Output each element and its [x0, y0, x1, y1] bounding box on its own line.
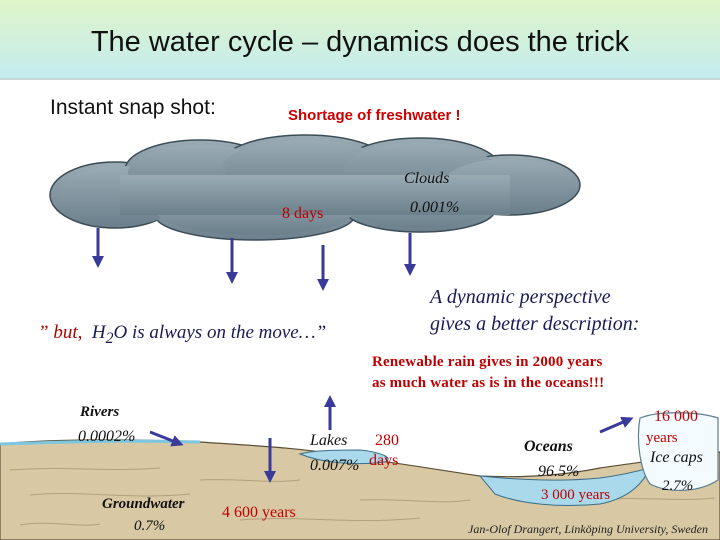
ice-caps-label: Ice caps: [650, 449, 703, 466]
title-bar: [0, 0, 720, 80]
rivers-percent: 0.0002%: [78, 428, 136, 445]
lakes-residence-unit: days: [369, 452, 399, 469]
clouds-residence: 8 days: [282, 205, 324, 222]
renewable-statement: Renewable rain gives in 2000 years as mu…: [372, 352, 604, 394]
page-title: The water cycle – dynamics does the tric…: [90, 26, 630, 58]
author-credit: Jan-Olof Drangert, Linköping University,…: [468, 522, 708, 536]
oceans-label: Oceans: [524, 438, 573, 455]
groundwater-label: Groundwater: [102, 496, 185, 512]
ice-cap: [637, 412, 719, 491]
ice-residence-unit: years: [646, 430, 678, 446]
groundwater-residence: 4 600 years: [222, 504, 296, 521]
ocean-arrow: [599, 416, 634, 434]
lakes-label: Lakes: [310, 432, 348, 449]
move-statement: ” but, H2O is always on the move…”: [38, 322, 326, 348]
dynamic-line-2: gives a better description:: [430, 313, 640, 335]
move-formula: H: [91, 322, 106, 343]
clouds-label: Clouds: [404, 170, 450, 187]
rain-arrows: [92, 228, 416, 291]
oceans-percent: 96.5%: [538, 463, 580, 480]
lake-water: [298, 449, 389, 465]
renewable-line-2: as much water as is in the oceans!!!: [372, 375, 605, 391]
lakes-percent: 0.007%: [310, 457, 360, 474]
rivers-label: Rivers: [80, 404, 120, 420]
cloud-fill: [58, 140, 575, 235]
groundwater-percent: 0.7%: [134, 518, 166, 534]
move-rest: O is always on the move…”: [113, 322, 327, 343]
snapshot-label: Instant snap shot:: [50, 96, 216, 119]
move-prefix: ” but,: [38, 322, 83, 343]
oceans-residence: 3 000 years: [541, 487, 611, 503]
shortage-label: Shortage of freshwater !: [288, 107, 461, 124]
lakes-residence-value: 280: [375, 432, 399, 449]
flow-arrows: [149, 395, 634, 483]
dynamic-perspective: A dynamic perspective gives a better des…: [430, 284, 639, 338]
clouds-percent: 0.001%: [410, 199, 460, 216]
river-arrow: [149, 430, 184, 447]
dynamic-line-1: A dynamic perspective: [430, 286, 611, 308]
ice-caps-percent: 2.7%: [662, 478, 694, 494]
move-subscript: 2: [105, 329, 114, 347]
renewable-line-1: Renewable rain gives in 2000 years: [372, 354, 603, 370]
ice-residence-value: 16 000: [654, 408, 698, 425]
